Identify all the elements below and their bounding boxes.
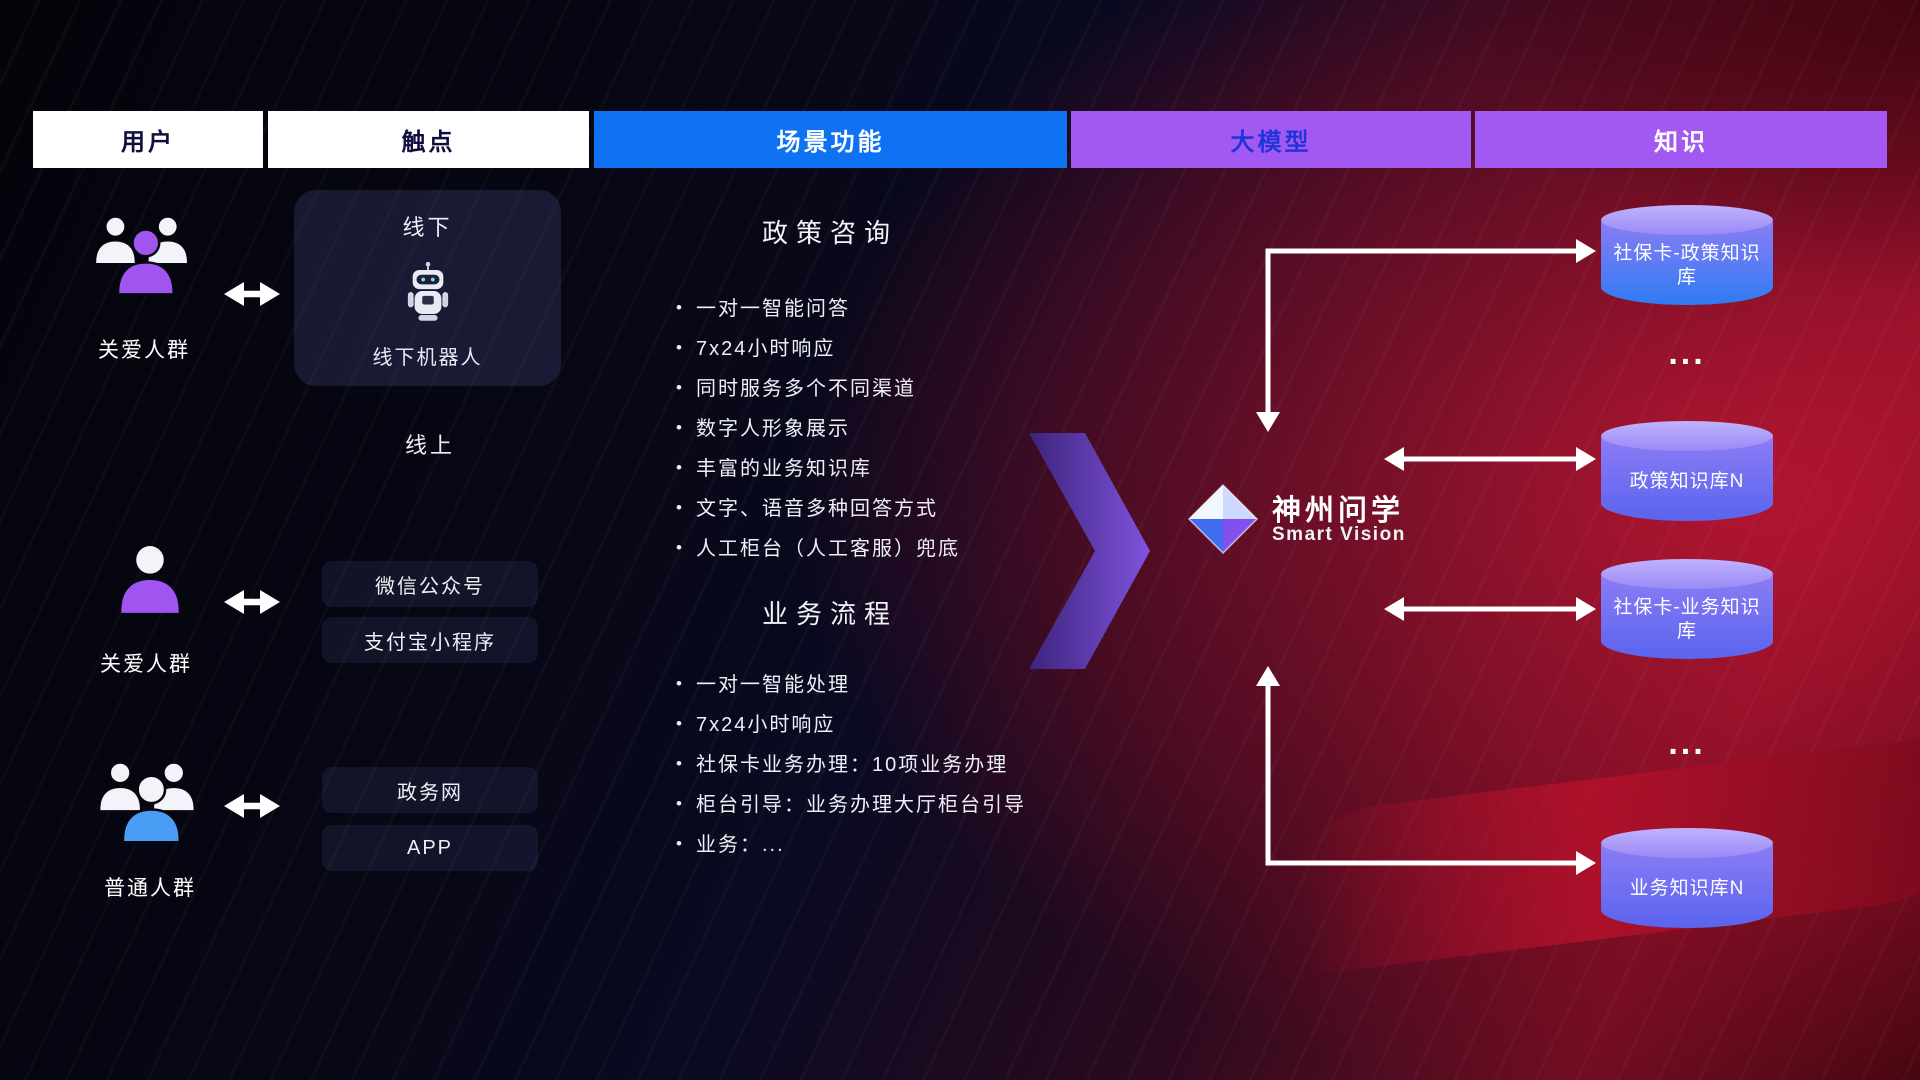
- robot-icon: [407, 261, 448, 321]
- cylinder-top: [1601, 559, 1773, 589]
- user-touchpoint-arrow: [224, 282, 280, 306]
- policy-bullet: 同时服务多个不同渠道: [676, 372, 960, 401]
- policy-bullet: 丰富的业务知识库: [676, 452, 960, 481]
- business-section-title: 业务流程: [761, 599, 898, 629]
- model-knowledge-elbow-arrow-top: [1256, 239, 1596, 432]
- offline-robot-label: 线下机器人: [372, 347, 483, 369]
- people-group-icon: [98, 762, 196, 844]
- business-bullet: 柜台引导：业务办理大厅柜台引导: [676, 788, 1026, 817]
- policy-bullet: 文字、语音多种回答方式: [676, 492, 960, 521]
- column-header-touchpoint: 触点: [268, 111, 589, 168]
- red-swoosh-decoration: [1262, 731, 1920, 979]
- column-header-users: 用户: [33, 111, 263, 168]
- column-header-scenario: 场景功能: [594, 111, 1067, 168]
- people-group-icon: [94, 216, 189, 296]
- policy-bullet-list: 一对一智能问答 7x24小时响应 同时服务多个不同渠道 数字人形象展示 丰富的业…: [676, 292, 960, 572]
- offline-touchpoint-card: 线下 线下机器人: [294, 190, 561, 386]
- ellipsis-more: ...: [1668, 334, 1706, 372]
- policy-bullet: 数字人形象展示: [676, 412, 960, 441]
- channel-gov-web: 政务网: [322, 767, 538, 813]
- cylinder-top: [1601, 828, 1773, 858]
- cylinder-top: [1601, 421, 1773, 451]
- policy-bullet: 人工柜台（人工客服）兜底: [676, 532, 960, 561]
- model-name: 神州问学: [1272, 495, 1405, 527]
- knowledge-db-cylinder: 业务知识库N: [1601, 828, 1773, 928]
- big-flow-arrow: [1029, 433, 1150, 669]
- channel-wechat: 微信公众号: [322, 561, 538, 607]
- ellipsis-more: ...: [1668, 724, 1706, 762]
- channel-app: APP: [322, 825, 538, 871]
- column-header-model: 大模型: [1071, 111, 1471, 168]
- business-bullet-list: 一对一智能处理 7x24小时响应 社保卡业务办理：10项业务办理 柜台引导：业务…: [676, 668, 1026, 868]
- person-icon: [121, 546, 179, 613]
- cylinder-top: [1601, 205, 1773, 235]
- channel-alipay: 支付宝小程序: [322, 617, 538, 663]
- business-bullet: 社保卡业务办理：10项业务办理: [676, 748, 1026, 777]
- model-knowledge-double-arrow: [1384, 597, 1596, 621]
- policy-bullet: 7x24小时响应: [676, 332, 960, 361]
- online-title: 线上: [404, 433, 455, 458]
- business-bullet: 一对一智能处理: [676, 668, 1026, 697]
- user-touchpoint-arrow: [224, 794, 280, 818]
- user-group-label: 关爱人群: [98, 339, 190, 362]
- knowledge-db-cylinder: 政策知识库N: [1601, 421, 1773, 521]
- business-bullet: 业务：...: [676, 828, 1026, 857]
- model-knowledge-double-arrow: [1384, 447, 1596, 471]
- knowledge-db-cylinder: 社保卡-政策知识库: [1601, 205, 1773, 305]
- offline-title: 线下: [402, 215, 453, 240]
- diamond-logo-icon: [1187, 483, 1259, 555]
- knowledge-db-label: 社保卡-业务知识库: [1601, 573, 1773, 659]
- user-group-label: 关爱人群: [100, 653, 192, 676]
- policy-section-title: 政策咨询: [761, 218, 898, 248]
- user-touchpoint-arrow: [224, 590, 280, 614]
- column-header-knowledge: 知识: [1475, 111, 1887, 168]
- business-bullet: 7x24小时响应: [676, 708, 1026, 737]
- model-subtitle: Smart Vision: [1272, 524, 1406, 545]
- user-group-label: 普通人群: [104, 877, 196, 900]
- policy-bullet: 一对一智能问答: [676, 292, 960, 321]
- knowledge-db-cylinder: 社保卡-业务知识库: [1601, 559, 1773, 659]
